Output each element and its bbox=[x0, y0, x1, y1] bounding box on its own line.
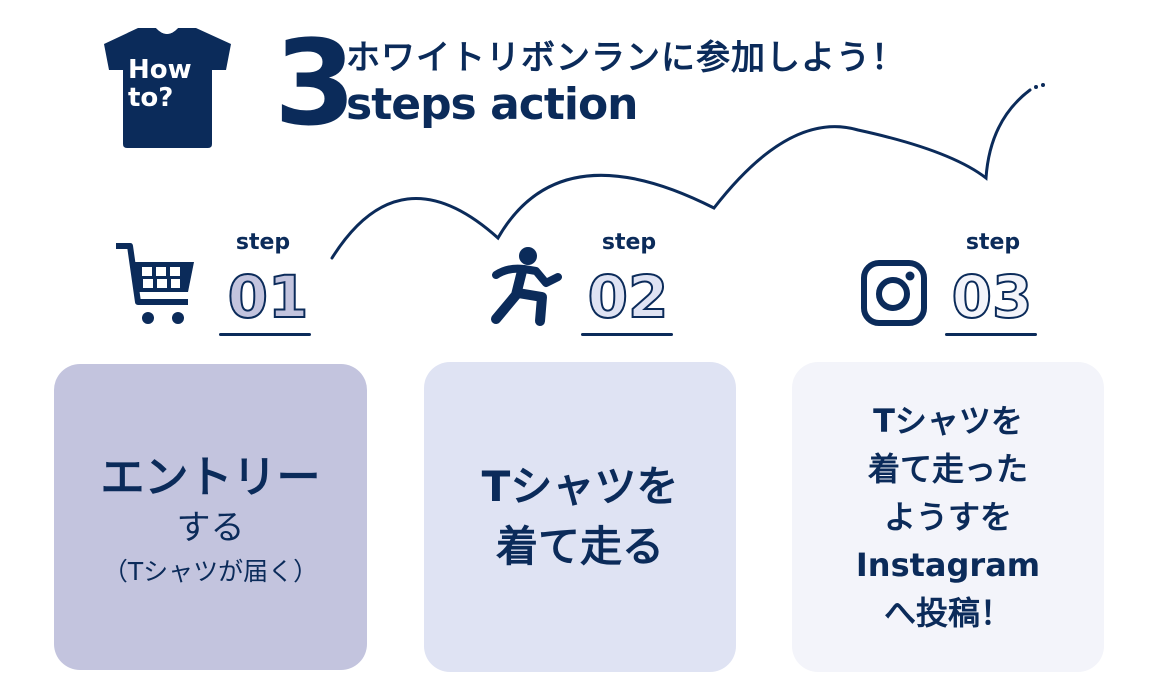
card-1-line2: する bbox=[176, 508, 245, 548]
shopping-cart-icon bbox=[116, 243, 194, 324]
step-3-card: Tシャツを 着て走った ようすを Instagram へ投稿！ bbox=[792, 362, 1104, 672]
step-2-card: Tシャツを 着て走る bbox=[424, 362, 736, 672]
page-title-en: steps action bbox=[346, 79, 639, 130]
card-2-line2: 着て走る bbox=[495, 522, 664, 571]
runner-icon bbox=[491, 247, 562, 326]
step-1-underline bbox=[219, 333, 311, 336]
instagram-icon bbox=[861, 260, 927, 326]
step-3-number-text: 03 bbox=[952, 266, 1033, 322]
card-1-line1: エントリー bbox=[100, 452, 321, 503]
card-1-line3: （Tシャツが届く） bbox=[102, 557, 319, 586]
step-1-label: step bbox=[235, 230, 291, 255]
card-3-line2: 着て走った bbox=[867, 450, 1028, 488]
badge-line1: How bbox=[128, 55, 192, 85]
card-2-line1: Tシャツを bbox=[481, 462, 679, 511]
curve-dot bbox=[1034, 85, 1038, 89]
card-3-line4: Instagram bbox=[855, 546, 1041, 584]
steps-count: 3 bbox=[274, 14, 356, 152]
step-1-card: エントリー する （Tシャツが届く） bbox=[54, 364, 367, 670]
badge-line2: to? bbox=[128, 83, 174, 113]
step-3-label: step bbox=[965, 230, 1021, 255]
card-3-line3: ようすを bbox=[883, 498, 1012, 536]
page-title-jp: ホワイトリボンランに参加しよう！ bbox=[346, 38, 906, 78]
step-3-underline bbox=[945, 333, 1037, 336]
tshirt-icon bbox=[104, 28, 231, 148]
card-3-line5: へ投稿！ bbox=[883, 594, 1012, 632]
step-2-underline bbox=[581, 333, 673, 336]
step-2-number: 02 bbox=[587, 266, 670, 322]
card-3-line1: Tシャツを bbox=[873, 402, 1023, 440]
curve-dot bbox=[1041, 83, 1045, 87]
step-3-number: 03 bbox=[951, 266, 1034, 322]
how-to-badge: How to? bbox=[128, 56, 208, 112]
step-2-number-text: 02 bbox=[588, 266, 669, 322]
step-1-number: 01 bbox=[227, 266, 310, 322]
step-1-number-text: 01 bbox=[228, 266, 309, 322]
step-2-label: step bbox=[601, 230, 657, 255]
